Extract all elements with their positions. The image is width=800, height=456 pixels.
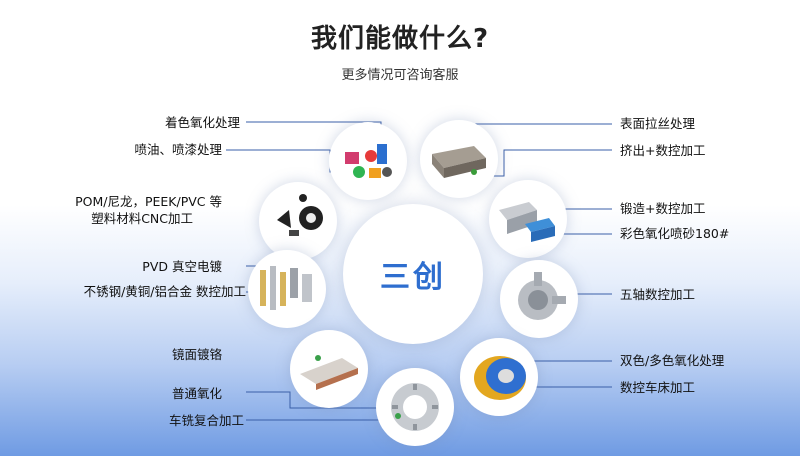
five-axis-part-node — [500, 260, 578, 338]
label-sandblast-anodizing: 彩色氧化喷砂180# — [620, 226, 730, 241]
label-brushed-finish: 表面拉丝处理 — [620, 116, 696, 131]
center-circle: 三创 — [343, 204, 483, 344]
label-plastic-materials: POM/尼龙，PEEK/PVC 等 — [75, 194, 222, 209]
label-normal-anodizing: 普通氧化 — [171, 386, 222, 401]
label-multicolor-anodizing: 双色/多色氧化处理 — [620, 353, 725, 368]
label-plastic-cnc: 塑料材料CNC加工 — [91, 211, 193, 226]
label-color-anodizing: 着色氧化处理 — [164, 115, 240, 130]
label-forging-cnc: 锻造+数控加工 — [620, 201, 706, 216]
label-five-axis: 五轴数控加工 — [620, 287, 696, 302]
label-mirror-chrome: 镜面镀铬 — [171, 347, 222, 362]
center-label: 三创 — [380, 260, 446, 295]
chrome-plate-node — [290, 330, 368, 408]
label-spray-painting: 喷油、喷漆处理 — [134, 142, 222, 157]
label-turn-mill: 车铣复合加工 — [168, 413, 244, 428]
machined-metal-node — [248, 250, 326, 328]
label-metal-cnc: 不锈钢/黄铜/铝合金 数控加工 — [83, 284, 246, 299]
page-title: 我们能做什么? — [310, 24, 490, 54]
label-cnc-lathe: 数控车床加工 — [620, 380, 696, 395]
label-extrusion-cnc: 挤出+数控加工 — [620, 143, 706, 158]
plastic-parts-node — [259, 182, 337, 260]
page-subtitle: 更多情况可咨询客服 — [341, 68, 459, 83]
anodized-parts-node — [329, 122, 407, 200]
forged-part-node — [489, 180, 567, 258]
turned-part-node — [376, 368, 454, 446]
multicolor-anodized-node — [460, 338, 538, 416]
label-pvd-plating: PVD 真空电镀 — [142, 259, 222, 274]
brushed-block-node — [420, 120, 498, 198]
